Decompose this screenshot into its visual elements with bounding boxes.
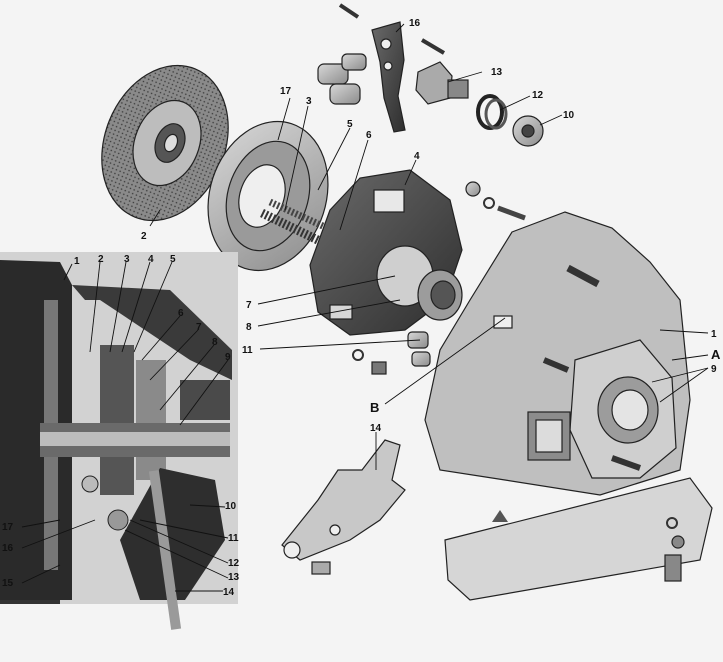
callout-9-section: 9	[225, 352, 231, 363]
clutch-housing-plate	[309, 169, 463, 336]
bell-housing	[424, 211, 691, 496]
callout-12-top: 12	[532, 90, 544, 101]
callout-11-mid: 11	[242, 345, 253, 356]
callout-15-section: 15	[2, 578, 14, 589]
release-fork-lever	[371, 21, 406, 133]
callout-5-section: 5	[170, 254, 176, 265]
callout-6-section: 6	[178, 308, 184, 319]
callout-11-section: 11	[228, 533, 239, 544]
callout-6-top: 6	[366, 130, 372, 141]
callout-2-disc: 2	[141, 231, 147, 242]
top-bolts	[317, 3, 446, 105]
fork-pivot	[415, 61, 469, 105]
callout-14-section: 14	[223, 587, 235, 598]
callout-12-section: 12	[228, 558, 240, 569]
callout-5-top: 5	[347, 119, 353, 130]
clutch-disc	[101, 64, 229, 222]
callout-7-section: 7	[196, 322, 202, 333]
callout-1-section: 1	[74, 256, 80, 267]
callout-9-right: 9	[711, 364, 717, 375]
clutch-cross-section	[0, 252, 238, 630]
callout-labels: 2 17 3 5 6 4 16 13 12 10 7 8 11 1 A 9 B …	[2, 18, 721, 598]
callout-7-mid: 7	[246, 300, 252, 311]
callout-17-section: 17	[2, 522, 14, 533]
adjusting-nut	[512, 115, 544, 147]
callout-B: B	[370, 400, 379, 415]
pressure-plate-assembly	[207, 120, 338, 272]
callout-4-section: 4	[148, 254, 154, 265]
return-spring	[476, 94, 508, 130]
callout-14-fork: 14	[370, 423, 382, 434]
housing-gasket	[444, 477, 713, 601]
callout-A-right: A	[711, 347, 721, 362]
leader-lines	[21, 23, 709, 592]
callout-16-top: 16	[409, 18, 421, 29]
callout-8-mid: 8	[246, 322, 252, 333]
callout-8-section: 8	[212, 337, 218, 348]
callout-4-top: 4	[414, 151, 420, 162]
callout-3-section: 3	[124, 254, 130, 265]
callout-13-section: 13	[228, 572, 240, 583]
callout-10-section: 10	[225, 501, 237, 512]
callout-2-section: 2	[98, 254, 104, 265]
callout-16-section: 16	[2, 543, 14, 554]
callout-10-top: 10	[563, 110, 575, 121]
callout-13-top: 13	[491, 67, 503, 78]
callout-1-right: 1	[711, 329, 717, 340]
callout-17-top: 17	[280, 86, 292, 97]
callout-3-top: 3	[306, 96, 312, 107]
release-fork	[281, 439, 406, 575]
